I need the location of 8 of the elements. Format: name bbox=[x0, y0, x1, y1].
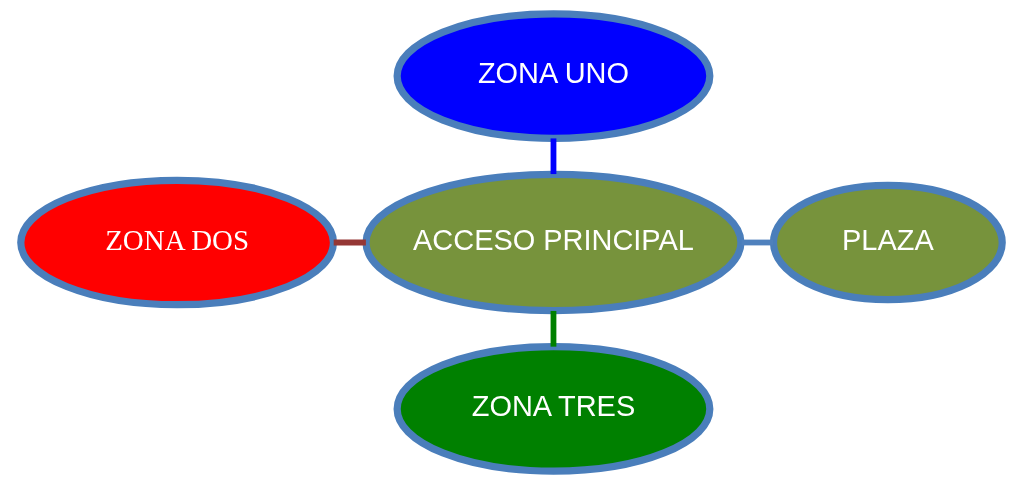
node-ellipse: PLAZA bbox=[769, 181, 1006, 304]
node-ellipse: ZONA TRES bbox=[393, 343, 714, 475]
connector bbox=[550, 138, 557, 175]
connector bbox=[741, 239, 773, 246]
connector bbox=[550, 310, 557, 347]
node-ellipse: ZONA DOS bbox=[17, 176, 338, 309]
node-ellipse: ZONA UNO bbox=[393, 10, 714, 142]
node-ellipse: ACCESO PRINCIPAL bbox=[362, 170, 745, 315]
